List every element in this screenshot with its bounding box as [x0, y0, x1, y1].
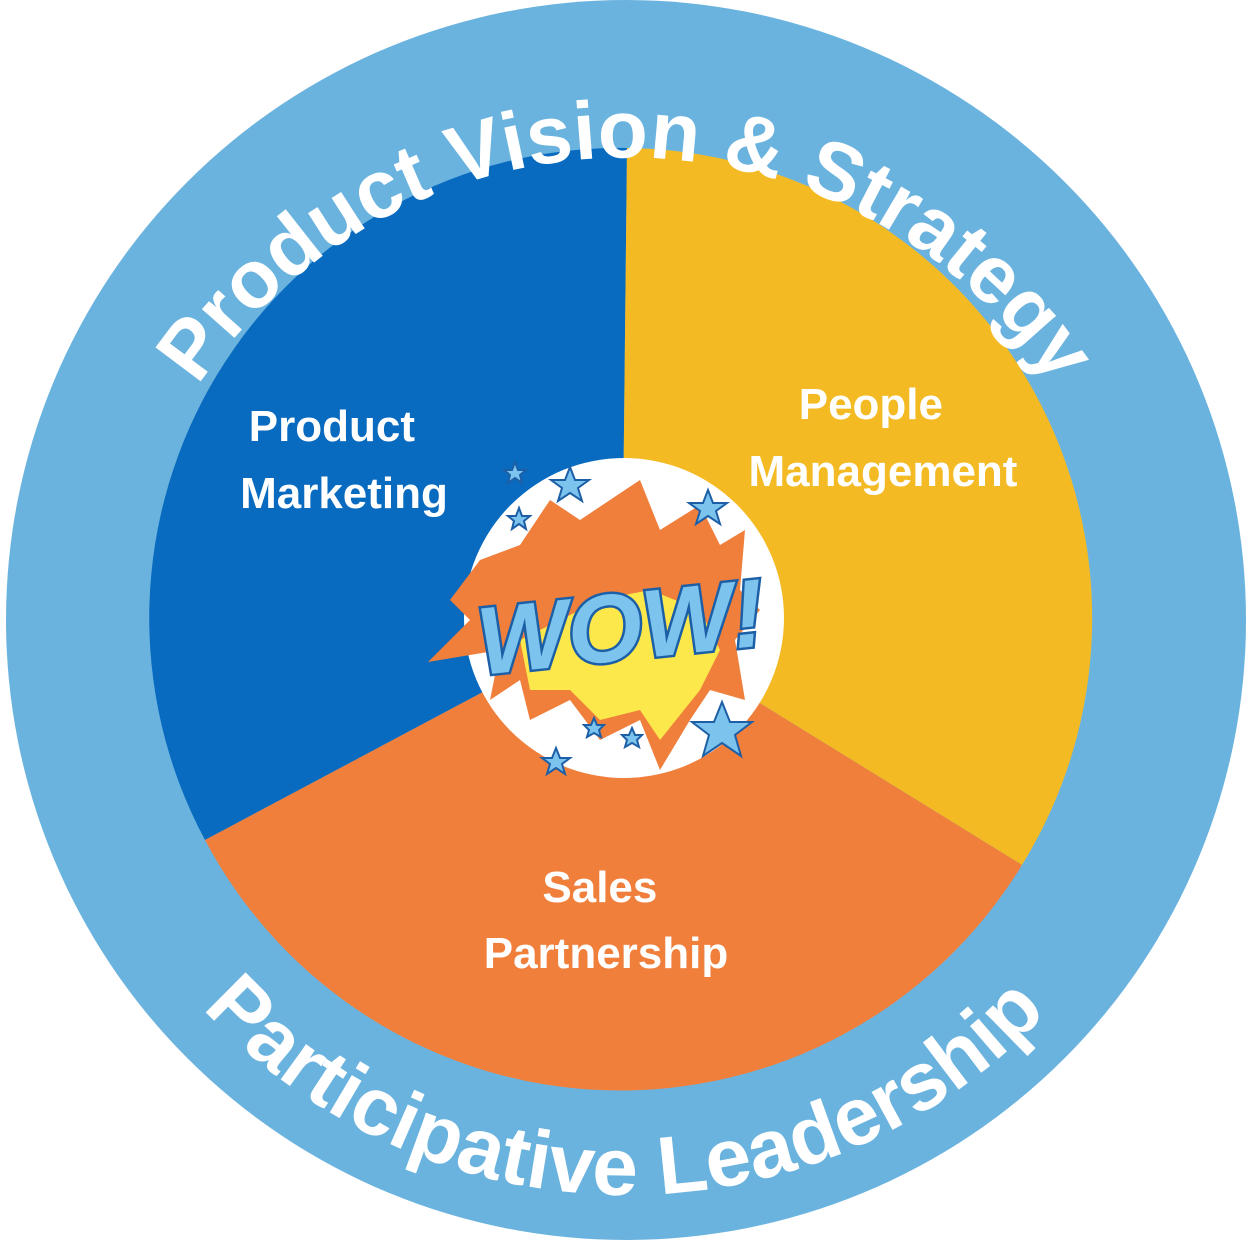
star-icon: [539, 745, 573, 777]
segment-sales-partnership: [205, 618, 1022, 1091]
star-icon: [685, 487, 731, 527]
label-product-marketing: Product Marketing: [240, 402, 448, 518]
label-sales-partnership: Sales Partnership: [484, 863, 729, 978]
star-icon: [547, 464, 593, 504]
star-icon: [501, 459, 529, 486]
label-people-management: People Management: [749, 380, 1018, 496]
star-icon: [689, 699, 755, 759]
wow-badge: WOW!: [428, 458, 784, 778]
star-icon: [581, 715, 607, 740]
star-icon: [619, 725, 645, 750]
star-icons: [501, 459, 755, 777]
burst-inner: [520, 590, 720, 740]
star-icon: [505, 505, 533, 532]
